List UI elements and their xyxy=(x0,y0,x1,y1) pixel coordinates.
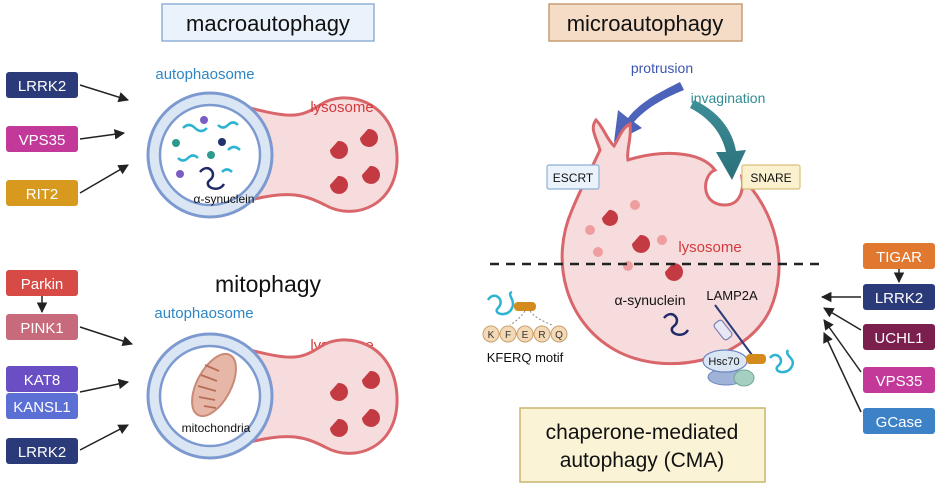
cma-regulator-gcase-box xyxy=(863,408,935,434)
lamp2a-label: LAMP2A xyxy=(706,288,758,303)
mito-autophagosome-label: autophaosome xyxy=(154,305,253,322)
macro-cargo-label: α-synuclein xyxy=(194,192,255,206)
macro-enzymes xyxy=(330,128,380,194)
macro-lysosome-label: lysosome xyxy=(310,99,373,116)
lamp2a-channel xyxy=(713,304,753,356)
mito-regulator-parkin: Parkin xyxy=(21,276,64,293)
mito-regulator-kat8-box xyxy=(6,366,78,392)
kferq-motif-label: KFERQ motif xyxy=(487,350,564,365)
hsc70-complex xyxy=(702,349,795,387)
cma-title-line2: autophagy (CMA) xyxy=(560,449,725,472)
snare-box xyxy=(741,164,801,190)
mito-regulator-pink1: PINK1 xyxy=(20,320,63,337)
macro-regulator-rit2-box xyxy=(6,180,78,206)
arrow-vps35-cma xyxy=(823,319,862,373)
hsc70-label: Hsc70 xyxy=(708,356,739,368)
snare-label: SNARE xyxy=(750,171,791,185)
micro-lysosome xyxy=(560,117,781,366)
macro-autophagosome-label: autophaosome xyxy=(155,66,254,83)
arrow-uchl1-cma xyxy=(823,307,862,331)
cma-regulator-uchl1: UCHL1 xyxy=(874,330,923,347)
mito-regulator-parkin-box xyxy=(6,270,78,296)
macro-regulator-rit2: RIT2 xyxy=(26,186,59,203)
micro-title: microautophagy xyxy=(567,11,724,36)
kferq-letters: K F E R Q xyxy=(482,325,568,343)
arrow-rit2-macro xyxy=(79,164,129,194)
arrow-lrrk2-macro xyxy=(79,84,130,103)
invagination-label: invagination xyxy=(691,90,766,106)
cma-regulator-uchl1-box xyxy=(863,324,935,350)
cma-regulator-vps35: VPS35 xyxy=(876,373,923,390)
mitochondrion xyxy=(191,352,237,418)
kferq-motif-icon xyxy=(486,290,553,326)
cma-regulator-vps35-box xyxy=(863,367,935,393)
arrow-vps35-macro xyxy=(79,129,126,140)
mito-regulator-lrrk2: LRRK2 xyxy=(18,444,66,461)
mito-title: mitophagy xyxy=(215,271,322,297)
macro-lysosome xyxy=(248,96,399,213)
cma-cargo-icon xyxy=(663,312,690,336)
macro-regulator-vps35: VPS35 xyxy=(19,132,66,149)
cma-regulator-tigar-box xyxy=(863,243,935,269)
cma-cargo-label: α-synuclein xyxy=(614,292,685,308)
mito-regulator-kansl1-box xyxy=(6,393,78,419)
invagination-arrow xyxy=(690,100,746,180)
protrusion-label: protrusion xyxy=(631,60,693,76)
arrow-gcase-cma xyxy=(823,332,862,413)
micro-lysosome-label: lysosome xyxy=(678,239,741,256)
micro-vesicles xyxy=(585,200,667,271)
mito-regulator-kat8: KAT8 xyxy=(24,372,60,389)
macro-cargo xyxy=(172,116,241,190)
cma-regulator-gcase: GCase xyxy=(876,414,923,431)
mito-cargo-label: mitochondria xyxy=(182,421,251,435)
mito-enzymes xyxy=(330,370,380,437)
cma-regulator-tigar: TIGAR xyxy=(876,249,922,266)
macro-title: macroautophagy xyxy=(186,11,350,36)
kferq-letter-k: K xyxy=(488,330,495,341)
mito-regulator-lrrk2-box xyxy=(6,438,78,464)
micro-title-box xyxy=(548,3,743,42)
kferq-letter-e: E xyxy=(522,330,529,341)
kferq-letter-q: Q xyxy=(555,330,563,341)
macro-regulator-vps35-box xyxy=(6,126,78,152)
arrow-kat8-mito xyxy=(79,378,130,393)
escrt-box xyxy=(546,164,600,190)
cma-title-line1: chaperone-mediated xyxy=(546,421,739,444)
mito-regulator-kansl1: KANSL1 xyxy=(13,399,71,416)
cma-regulator-lrrk2: LRRK2 xyxy=(875,290,923,307)
arrow-lrrk2-mito xyxy=(79,424,129,451)
kferq-letter-f: F xyxy=(505,330,511,341)
arrow-pink1-mito xyxy=(79,326,133,347)
macro-regulator-lrrk2-box xyxy=(6,72,78,98)
mito-regulator-pink1-box xyxy=(6,314,78,340)
escrt-label: ESCRT xyxy=(553,171,594,185)
mito-lysosome xyxy=(248,338,399,455)
macro-title-box xyxy=(161,3,375,42)
cma-title-box xyxy=(519,407,766,483)
cma-regulator-lrrk2-box xyxy=(863,284,935,310)
kferq-letter-r: R xyxy=(538,330,545,341)
macro-regulator-lrrk2: LRRK2 xyxy=(18,78,66,95)
micro-enzymes xyxy=(602,209,683,281)
